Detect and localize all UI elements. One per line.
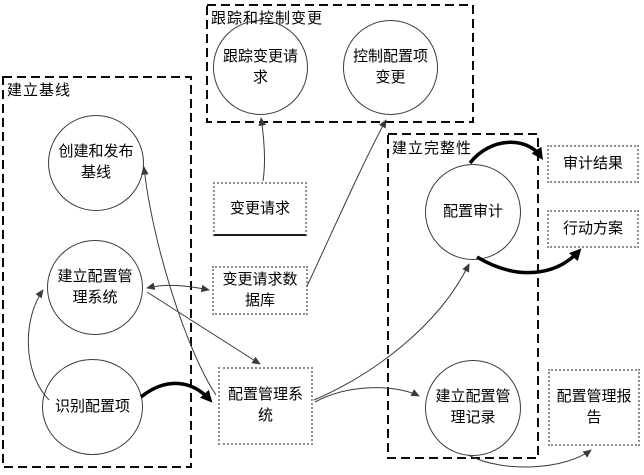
- store-change-request-database: 变更请求数据库: [212, 266, 308, 315]
- arrow-change-request-db-to-control-ci-changes: [306, 119, 387, 287]
- group-label-establish-integrity: 建立完整性: [392, 141, 473, 157]
- store-action-plan: 行动方案: [547, 210, 639, 248]
- process-configuration-audit: 配置审计: [425, 164, 521, 260]
- group-label-establish-baseline: 建立基线: [7, 83, 72, 99]
- arrow-establish-cm-system-to-change-request-db: [146, 282, 210, 293]
- process-identify-configuration-items: 识别配置项: [42, 359, 143, 455]
- arrow-config-audit-to-audit-results-thick: [468, 140, 543, 165]
- store-audit-results: 审计结果: [547, 145, 639, 183]
- store-configuration-management-system: 配置管理系统: [218, 367, 313, 445]
- process-track-change-requests: 跟踪变更请求: [213, 20, 308, 115]
- arrow-identify-ci-to-cm-system-thick: [139, 381, 213, 403]
- process-establish-cm-system: 建立配置管理系统: [47, 240, 143, 335]
- arrow-change-request-to-track-change-requests: [258, 117, 266, 182]
- process-establish-cm-records: 建立配置管理记录: [425, 360, 521, 456]
- process-control-configuration-item-changes: 控制配置项变更: [343, 20, 438, 115]
- store-cm-report: 配置管理报告: [548, 369, 640, 446]
- group-label-track-and-control-changes: 跟踪和控制变更: [211, 11, 324, 27]
- arrow-cm-system-to-create-baseline: [141, 166, 217, 396]
- arrow-cm-system-to-establish-cm-records: [314, 387, 420, 403]
- arrow-identify-ci-to-establish-cm-system: [27, 289, 50, 401]
- store-change-request: 变更请求: [213, 182, 307, 236]
- process-create-and-release-baseline: 创建和发布基线: [48, 115, 144, 211]
